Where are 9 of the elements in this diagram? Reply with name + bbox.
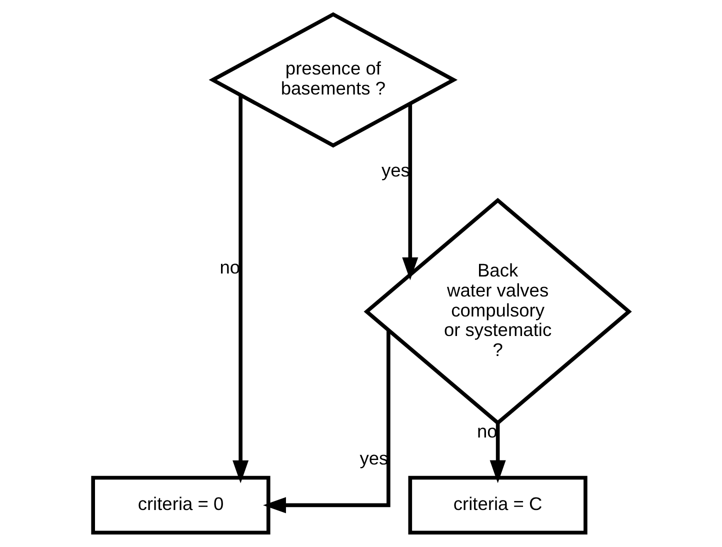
arrow [402, 104, 418, 280]
node-box: criteria = 0 [91, 476, 270, 535]
node-diamond: presence of basements ? [208, 12, 458, 148]
node-box: criteria = C [408, 476, 588, 535]
edge-label: yes [381, 159, 410, 180]
node-diamond: Back water valves compulsory or systematic ? [364, 198, 632, 426]
arrow [232, 96, 249, 484]
arrow [263, 330, 390, 514]
arrow [490, 423, 506, 484]
